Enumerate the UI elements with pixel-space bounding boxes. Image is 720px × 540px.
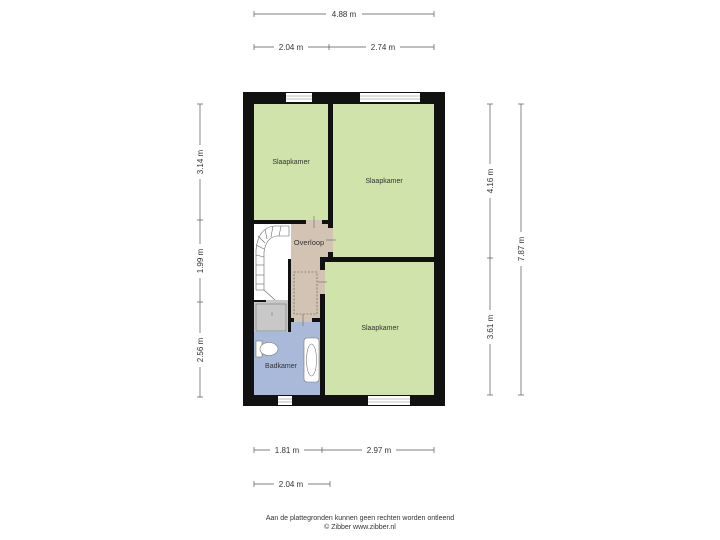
room-bedroom-bottom-right [325,262,434,395]
label-bedroom-bottom-right: Slaapkamer [361,325,399,332]
staircase [255,225,290,301]
toilet-bowl [259,342,279,356]
dim-left-bottom: 2.56 m [196,337,205,362]
room-landing-corridor [291,259,320,318]
dim-right-total: 7.87 m [517,236,526,261]
room-landing [291,224,331,259]
dim-right-bottom: 3.61 m [486,314,495,339]
bathroom-fixtures [255,303,320,383]
dim-right-top: 4.16 m [486,168,495,193]
dim-bottom-right: 2.97 m [367,446,392,455]
footer-disclaimer: Aan de plattegronden kunnen geen rechten… [265,515,455,522]
loft-hatch [293,271,318,315]
room-bathroom [254,322,320,395]
label-bedroom-top-left: Slaapkamer [272,159,310,166]
dim-top-total: 4.88 m [332,10,357,19]
dim-left-middle: 1.99 m [196,248,205,273]
dim-left-top: 3.14 m [196,149,205,174]
shower-basin [306,343,317,377]
dim-top-left: 2.04 m [279,43,304,52]
label-bedroom-top-right: Slaapkamer [365,178,403,185]
label-landing: Overloop [294,238,324,247]
room-bedroom-top-left [254,104,328,220]
dim-bottom-left: 1.81 m [275,446,300,455]
room-bedroom-top-right [333,104,434,257]
footer-copyright: © Zibber www.zibber.nl [324,524,396,531]
door-markers [302,216,336,326]
windows [278,93,420,405]
sink [255,303,287,332]
dimension-label-backgrounds [194,8,527,490]
dim-bottom-total: 2.04 m [279,480,304,489]
dim-top-right: 2.74 m [371,43,396,52]
label-bathroom: Badkamer [265,363,298,370]
room-stairwell [254,224,291,300]
